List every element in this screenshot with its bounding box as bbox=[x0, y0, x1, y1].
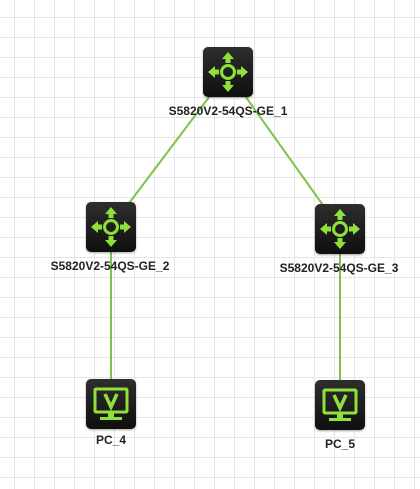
monitor-v-icon bbox=[93, 387, 129, 420]
router-arrows-icon bbox=[320, 209, 360, 249]
switch-node-sw2[interactable] bbox=[86, 202, 136, 252]
link-sw1-sw2[interactable] bbox=[110, 71, 229, 228]
link-sw1-sw3[interactable] bbox=[227, 71, 341, 230]
monitor-v-icon bbox=[322, 388, 358, 421]
router-arrows-icon bbox=[91, 207, 131, 247]
node-label-pc5: PC_5 bbox=[324, 437, 356, 451]
switch-node-sw1[interactable] bbox=[203, 47, 253, 97]
router-arrows-icon bbox=[208, 52, 248, 92]
node-label-sw1: S5820V2-54QS-GE_1 bbox=[168, 104, 288, 118]
pc-node-pc5[interactable] bbox=[315, 380, 365, 430]
pc-node-pc4[interactable] bbox=[86, 379, 136, 429]
node-label-pc4: PC_4 bbox=[95, 433, 127, 447]
node-label-sw3: S5820V2-54QS-GE_3 bbox=[279, 261, 399, 275]
node-label-sw2: S5820V2-54QS-GE_2 bbox=[50, 259, 170, 273]
switch-node-sw3[interactable] bbox=[315, 204, 365, 254]
